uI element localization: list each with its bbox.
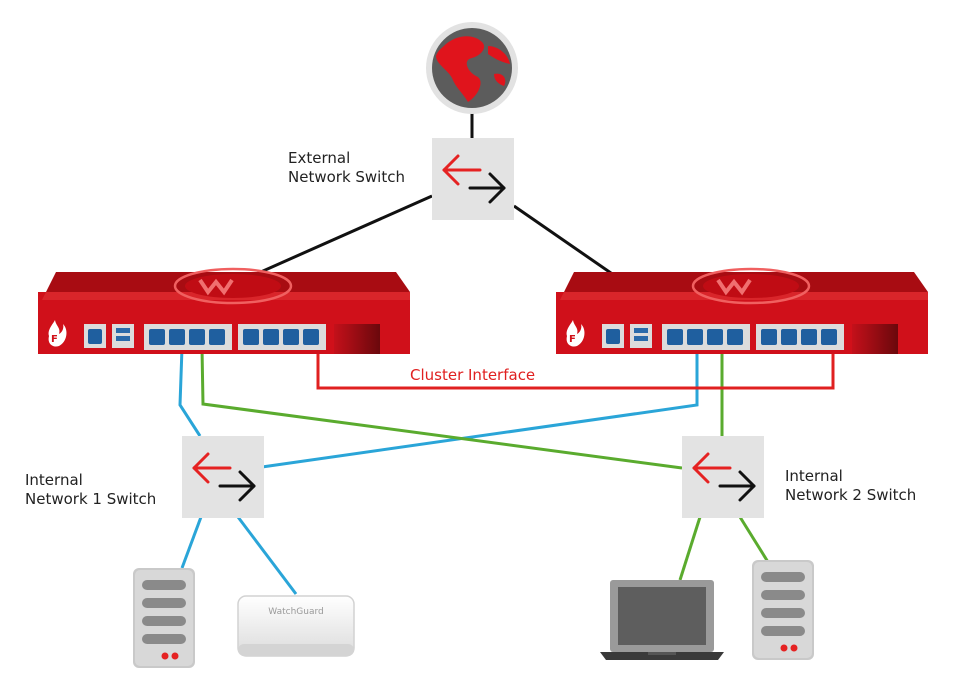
server-icon-left (133, 568, 195, 668)
internal-switch-1-label-line-2: Network 1 Switch (25, 490, 157, 508)
external-switch-label: External Network Switch (288, 149, 405, 187)
network-2-links (200, 347, 770, 581)
internal-switch-1-label-line-1: Internal (25, 471, 83, 489)
laptop-icon (600, 580, 724, 660)
external-switch-label-line-2: Network Switch (288, 168, 405, 186)
internal-switch-1-label: Internal Network 1 Switch (25, 471, 156, 509)
server-icon-right (752, 560, 814, 660)
internal-switch-2-icon (680, 434, 766, 520)
internal-switch-2-label: Internal Network 2 Switch (785, 467, 916, 505)
globe-icon (426, 22, 518, 114)
external-switch-label-line-1: External (288, 149, 351, 167)
cluster-interface-link (316, 348, 835, 390)
access-point-logo-text: WatchGuard (268, 607, 323, 617)
firebox-icon-right (554, 267, 930, 356)
network-1-links (178, 347, 699, 595)
internal-switch-2-label-line-1: Internal (785, 467, 843, 485)
firebox-icon-left (36, 267, 412, 356)
internal-switch-2-label-line-2: Network 2 Switch (785, 486, 917, 504)
access-point-icon: WatchGuard (237, 595, 355, 657)
internal-switch-1-icon (180, 434, 266, 520)
cluster-interface-label: Cluster Interface (410, 366, 536, 384)
external-switch-icon (430, 136, 516, 222)
